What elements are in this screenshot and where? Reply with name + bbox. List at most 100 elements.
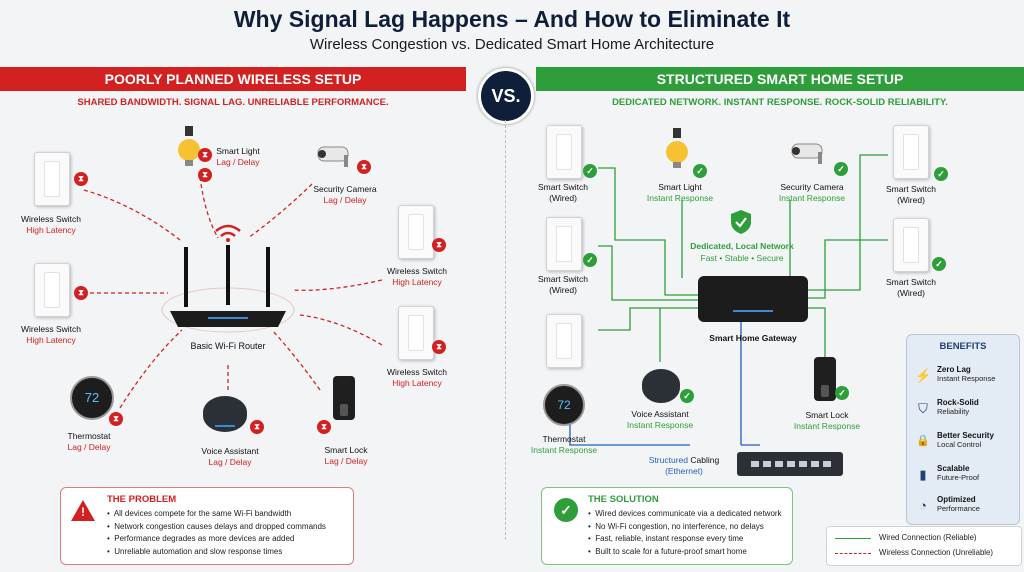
right-smart-switch-3-label: Smart Switch (Wired) xyxy=(885,184,937,205)
wireless-switch-icon xyxy=(34,263,70,317)
page-subtitle: Wireless Congestion vs. Dedicated Smart … xyxy=(309,36,715,53)
warning-icon xyxy=(71,500,95,521)
smart-switch-icon xyxy=(893,125,929,179)
right-security-camera-label: Security Camera Instant Response xyxy=(778,182,846,203)
smart-light-icon xyxy=(176,126,202,168)
check-icon: ✓ xyxy=(693,164,707,178)
legend: Wired Connection (Reliable) Wireless Con… xyxy=(826,526,1022,566)
network-subtitle: Fast • Stable • Secure xyxy=(700,253,784,263)
lag-hourglass-icon: ⧗ xyxy=(357,160,371,174)
legend-wireless: Wireless Connection (Unreliable) xyxy=(879,548,993,557)
voice-assistant-icon xyxy=(203,396,247,432)
check-circle-icon: ✓ xyxy=(554,498,578,522)
wireless-switch-icon xyxy=(398,306,434,360)
smart-light-icon xyxy=(664,128,690,170)
lag-hourglass-icon: ⧗ xyxy=(432,340,446,354)
problem-title: THE PROBLEM xyxy=(107,494,177,505)
problem-box: ! THE PROBLEM • All devices compete for … xyxy=(60,487,354,565)
right-tagline: DEDICATED NETWORK. INSTANT RESPONSE. ROC… xyxy=(612,97,948,108)
thermostat-icon: 72 xyxy=(70,376,114,420)
right-banner: STRUCTURED SMART HOME SETUP xyxy=(536,67,1024,91)
left-smart-lock-label: Smart Lock Lag / Delay xyxy=(324,445,368,466)
security-camera-icon xyxy=(314,143,356,171)
left-wireless-switch-3-label: Wireless Switch High Latency xyxy=(387,266,447,287)
right-smart-switch-2-label: Smart Switch (Wired) xyxy=(537,274,589,295)
page-title: Why Signal Lag Happens – And How to Elim… xyxy=(233,6,791,32)
smart-switch-icon xyxy=(893,218,929,272)
left-wireless-switch-2-label: Wireless Switch High Latency xyxy=(21,324,81,345)
problem-bullets: • All devices compete for the same Wi-Fi… xyxy=(107,508,326,558)
left-banner: POORLY PLANNED WIRELESS SETUP xyxy=(0,67,466,91)
wired-legend-line xyxy=(835,538,871,539)
list-item: • No Wi-Fi congestion, no interference, … xyxy=(588,521,764,531)
lag-hourglass-icon: ⧗ xyxy=(317,420,331,434)
lag-hourglass-icon: ⧗ xyxy=(74,172,88,186)
wireless-switch-icon xyxy=(398,205,434,259)
right-smart-switch-4-label: Smart Switch (Wired) xyxy=(885,277,937,298)
list-item: • Unreliable automation and slow respons… xyxy=(107,546,283,556)
lock-icon: 🔒 xyxy=(916,435,930,447)
wireless-switch-icon xyxy=(34,152,70,206)
list-item: • Wired devices communicate via a dedica… xyxy=(588,509,782,518)
lag-hourglass-icon: ⧗ xyxy=(74,286,88,300)
shield-icon: ⛉ xyxy=(918,401,928,416)
bar-chart-icon: ▮ xyxy=(919,467,927,482)
right-voice-assistant-label: Voice Assistant Instant Response xyxy=(626,409,694,430)
left-tagline: SHARED BANDWIDTH. SIGNAL LAG. UNRELIABLE… xyxy=(77,97,389,108)
gauge-icon: ◔ xyxy=(919,498,927,513)
list-item: • Fast, reliable, instant response every… xyxy=(588,534,744,543)
solution-title: THE SOLUTION xyxy=(588,494,659,505)
thermostat-icon: 72 xyxy=(543,384,585,426)
gateway-icon xyxy=(698,276,808,322)
network-title: Dedicated, Local Network xyxy=(690,241,794,251)
list-item: • Network congestion causes delays and d… xyxy=(107,521,326,531)
left-thermostat-label: Thermostat Lag / Delay xyxy=(67,431,111,452)
gateway-label: Smart Home Gateway xyxy=(709,333,797,343)
smart-switch-icon xyxy=(546,314,582,368)
check-icon: ✓ xyxy=(934,167,948,181)
lag-hourglass-icon: ⧗ xyxy=(109,412,123,426)
check-icon: ✓ xyxy=(835,386,849,400)
left-smart-light-label: Smart Light Lag / Delay xyxy=(216,146,260,167)
lag-hourglass-icon: ⧗ xyxy=(198,148,212,162)
right-smart-switch-1-label: Smart Switch (Wired) xyxy=(537,182,589,203)
solution-bullets: • Wired devices communicate via a dedica… xyxy=(588,508,782,558)
wifi-router-icon xyxy=(160,215,296,333)
check-icon: ✓ xyxy=(680,389,694,403)
list-item: • All devices compete for the same Wi-Fi… xyxy=(107,509,292,518)
check-icon: ✓ xyxy=(583,164,597,178)
list-item: • Built to scale for a future-proof smar… xyxy=(588,546,747,556)
lightning-icon: ⚡ xyxy=(915,368,932,383)
right-thermostat-label: Thermostat Instant Response xyxy=(530,434,598,455)
left-wireless-switch-1-label: Wireless Switch High Latency xyxy=(21,214,81,235)
router-label: Basic Wi-Fi Router xyxy=(190,341,266,351)
smart-switch-icon xyxy=(546,125,582,179)
benefits-title: BENEFITS xyxy=(939,341,987,352)
check-icon: ✓ xyxy=(583,253,597,267)
legend-wired: Wired Connection (Reliable) xyxy=(879,533,977,542)
smart-switch-icon xyxy=(546,217,582,271)
center-divider xyxy=(505,120,506,540)
warning-mark-icon: ! xyxy=(81,505,85,519)
right-smart-lock-label: Smart Lock Instant Response xyxy=(793,410,861,431)
shield-check-icon xyxy=(730,209,752,235)
cabling-label: Structured Cabling (Ethernet) xyxy=(648,455,720,476)
right-smart-light-label: Smart Light Instant Response xyxy=(646,182,714,203)
lag-hourglass-icon: ⧗ xyxy=(432,238,446,252)
smart-lock-icon xyxy=(814,357,836,401)
smart-lock-icon xyxy=(333,376,355,420)
vs-badge: VS. xyxy=(478,68,534,124)
check-icon: ✓ xyxy=(834,162,848,176)
lag-hourglass-icon: ⧗ xyxy=(198,168,212,182)
network-switch-icon xyxy=(737,452,843,476)
lag-hourglass-icon: ⧗ xyxy=(250,420,264,434)
security-camera-icon xyxy=(788,140,830,168)
check-icon: ✓ xyxy=(932,257,946,271)
left-wireless-switch-4-label: Wireless Switch High Latency xyxy=(387,367,447,388)
solution-box: ✓ THE SOLUTION • Wired devices communica… xyxy=(541,487,793,565)
wireless-legend-line xyxy=(835,553,871,554)
left-voice-assistant-label: Voice Assistant Lag / Delay xyxy=(201,446,259,467)
list-item: • Performance degrades as more devices a… xyxy=(107,534,295,543)
